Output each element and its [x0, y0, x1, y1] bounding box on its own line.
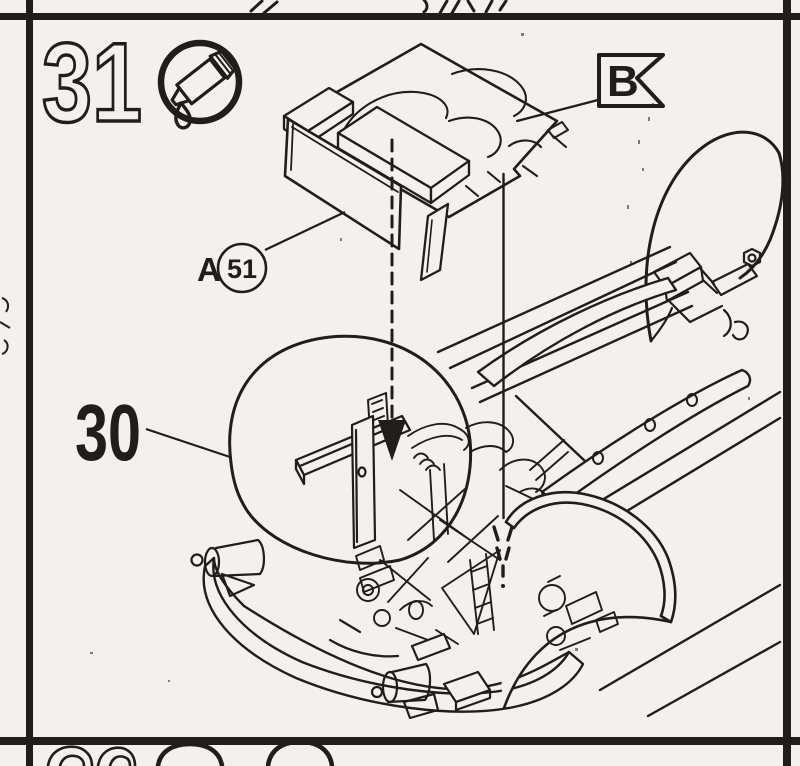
step-number: 31 — [42, 20, 142, 145]
assembly-30-label: 30 — [75, 388, 141, 477]
insertion-arrowhead — [378, 420, 406, 461]
glue-tube — [170, 49, 237, 107]
panel-hole — [357, 466, 367, 478]
flag-b-label: B — [607, 57, 639, 106]
lightening-hole — [644, 418, 656, 432]
bolt-detail — [742, 247, 762, 268]
lightening-hole — [686, 393, 698, 407]
part-number-circle — [216, 242, 268, 294]
callout-part-a51: A 51 — [197, 211, 346, 294]
flag-b-leader-line — [515, 98, 600, 123]
border-right — [783, 0, 791, 766]
lightening-hole — [592, 451, 604, 465]
callout-flag-b: B — [597, 53, 665, 108]
callout-assembly-30: 30 — [75, 388, 231, 477]
border-top — [0, 13, 800, 20]
border-bottom — [0, 737, 800, 745]
next-step-symbol-circle-fragment — [265, 739, 335, 766]
hidden-insertion-arrow-dotted — [492, 525, 514, 588]
rear-frame-parts — [649, 247, 762, 343]
pin-detail — [190, 553, 204, 567]
next-step-digit-fragment — [108, 755, 132, 766]
firewall-front-panel — [283, 117, 403, 251]
wheel-well-detail — [538, 575, 619, 651]
assembly-arrows — [378, 98, 600, 588]
print-noise — [90, 33, 750, 682]
front-crossmember-right — [328, 618, 492, 720]
step-header: 31 — [40, 18, 243, 147]
part-a51-leader-line — [264, 211, 346, 251]
cowl-hinge-tab — [547, 121, 569, 139]
flag-b-shape — [597, 53, 665, 108]
side-member — [540, 368, 752, 507]
part-51-drawing — [282, 42, 569, 282]
part-number: 51 — [227, 254, 257, 284]
next-panel-fragment-bottom — [46, 739, 335, 766]
glue-icon-circle — [157, 39, 243, 125]
engine-detail — [355, 421, 569, 645]
chassis-drawing — [190, 130, 785, 720]
firewall-side-panel — [350, 414, 377, 550]
next-step-digit-fragment — [46, 745, 94, 766]
next-step-symbol-circle-fragment — [155, 741, 225, 766]
right-fender — [501, 491, 677, 710]
border-left — [26, 0, 33, 766]
assembly-30-leader-line — [145, 427, 231, 459]
cowl-rail-long — [336, 105, 471, 205]
glue-icon — [157, 39, 243, 130]
driveshaft-tunnel — [476, 276, 678, 388]
glue-drop — [174, 101, 192, 130]
next-step-digit-fragment — [96, 746, 137, 766]
panel-leg-bracket — [419, 202, 450, 282]
pin-detail — [370, 685, 384, 699]
previous-panel-fragment-top — [249, 0, 508, 15]
part-group-letter: A — [197, 251, 221, 288]
front-apron — [202, 556, 585, 713]
left-margin-marks — [0, 297, 11, 355]
front-crossmember-left — [190, 538, 265, 598]
next-step-digit-fragment — [58, 754, 86, 766]
